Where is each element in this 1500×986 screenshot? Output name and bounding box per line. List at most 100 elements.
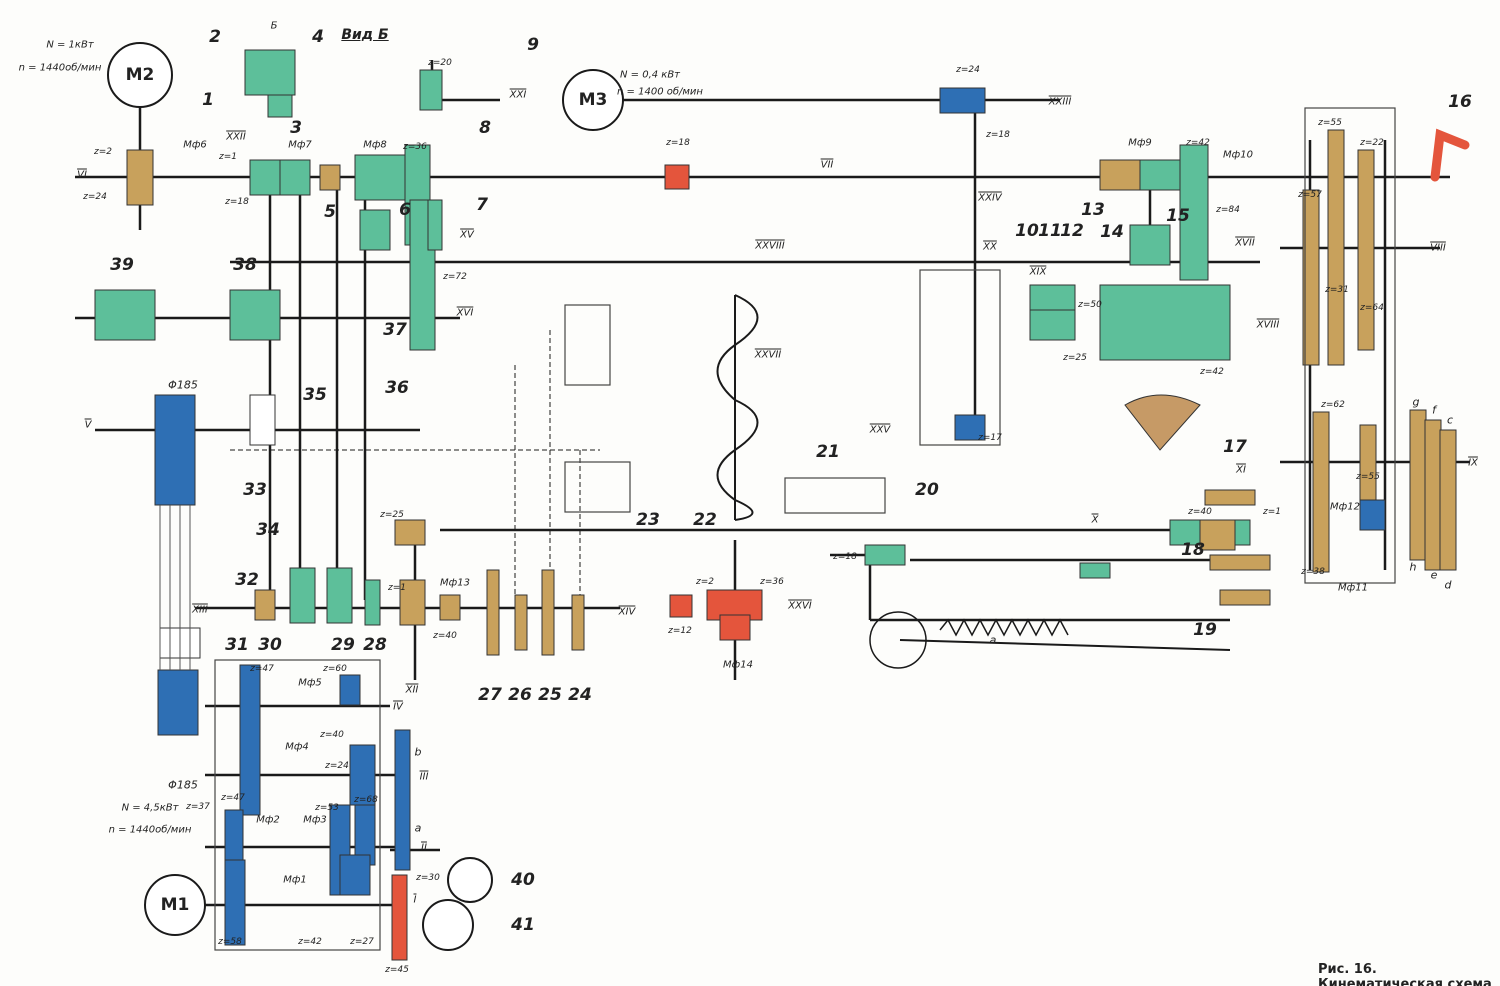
clutch-label: Мф3 [303,814,327,826]
gear-tooth-count: z=20 [428,58,452,68]
gear-block [1099,284,1231,361]
gear-tooth-count: z=36 [403,142,427,152]
part-number: 18 [1181,540,1205,560]
gear-tooth-count: z=47 [250,664,274,674]
outline [564,304,611,386]
outline [564,461,631,513]
gear-tooth-count: z=24 [956,65,980,75]
clutch-label: Мф5 [298,677,322,689]
clutch-label: Мф12 [1330,501,1360,513]
shaft-label: XXVII [754,349,782,361]
gear-block [354,154,406,201]
outline [919,269,1001,446]
motor-label: M3 [578,90,608,110]
gear-block [254,589,276,621]
letter-label: c [1446,413,1454,427]
motor-speed: n = 1440об/мин [18,62,102,74]
clutch-label: Мф2 [256,814,280,826]
gear-block [394,729,411,871]
letter-label: e [1430,568,1438,582]
shaft-label: XXIV [978,192,1002,204]
gear-block [239,664,261,816]
gear-tooth-count: z=60 [323,664,347,674]
gear-tooth-count: z=18 [225,197,249,207]
part-number: 17 [1223,437,1247,457]
gear-block [359,209,391,251]
gear-block [394,519,426,546]
gear-block [1129,224,1171,266]
part-number: 20 [915,480,939,500]
gear-tooth-count: z=47 [221,793,245,803]
outline [784,477,886,514]
gear-block [244,49,296,96]
gear-tooth-count: z=2 [94,147,112,157]
gear-block [1409,409,1427,561]
gear-block [249,394,276,446]
clutch-label: Мф14 [723,659,753,671]
part-number: 29 [331,635,355,655]
gear-tooth-count: z=17 [978,433,1002,443]
gear-tooth-count: z=50 [1078,300,1102,310]
shaft-label: VII [820,159,834,171]
gear-block [427,199,443,251]
gear-block [514,594,528,651]
part-number: 41 [511,915,535,935]
gear-block [1029,309,1076,341]
shaft-label: XII [405,684,419,696]
gear-tooth-count: z=58 [218,937,242,947]
letter-label: Φ185 [168,778,198,792]
shaft-label: I [413,894,417,906]
gear-block [349,744,376,806]
gear-block [157,669,199,736]
letter-label: b [414,745,422,759]
gear-block [1424,419,1442,571]
clutch-label: Мф4 [285,741,309,753]
letter-label: h [1409,560,1417,574]
part-number: 14 [1100,222,1124,242]
shaft-label: XIV [618,606,636,618]
part-number: 28 [363,635,387,655]
gear-block [864,544,906,566]
gear-tooth-count: z=42 [298,937,322,947]
gear-tooth-count: z=1 [219,152,237,162]
part-number: 19 [1193,620,1217,640]
shaft-label: XIII [192,604,208,616]
gear-block [1357,149,1375,351]
part-number: 25 [538,685,562,705]
shaft-label: XVI [456,307,474,319]
clutch-label: Мф6 [183,139,207,151]
letter-label: a [989,633,997,647]
gear-tooth-count: z=1 [388,583,406,593]
figure-caption: Рис. 16. Кинематическая схема автомата м… [1318,962,1492,986]
gear-block [229,289,281,341]
part-number: 30 [258,635,282,655]
part-number: 7 [476,195,488,215]
gear-block [339,674,361,706]
spring [939,618,1069,637]
gear-tooth-count: z=84 [1216,205,1240,215]
gear-block [224,809,244,866]
part-number: 37 [383,320,407,340]
gear-tooth-count: z=45 [385,965,409,975]
part-number: 6 [399,200,411,220]
gear-block [486,569,500,656]
gear-tooth-count: z=12 [668,626,692,636]
part-number: 11 [1038,221,1062,241]
gear-block [319,164,341,191]
shaft-label: XXII [226,131,246,143]
shaft-label: V [84,419,92,431]
gear-block [289,567,316,624]
gear-tooth-count: z=40 [433,631,457,641]
gear-block [1359,499,1386,531]
gear-block [1099,159,1141,191]
shaft-label: II [421,842,427,854]
gear-block [1312,411,1330,573]
part-number: 40 [511,870,535,890]
gear-tooth-count: z=55 [1356,472,1380,482]
gear-block [1199,519,1236,551]
motor-circle [562,69,624,131]
gear-block [339,854,371,896]
shaft-label: X [1091,514,1099,526]
motor-power: N = 1кВт [46,39,94,51]
gear-tooth-count: z=62 [1321,400,1345,410]
